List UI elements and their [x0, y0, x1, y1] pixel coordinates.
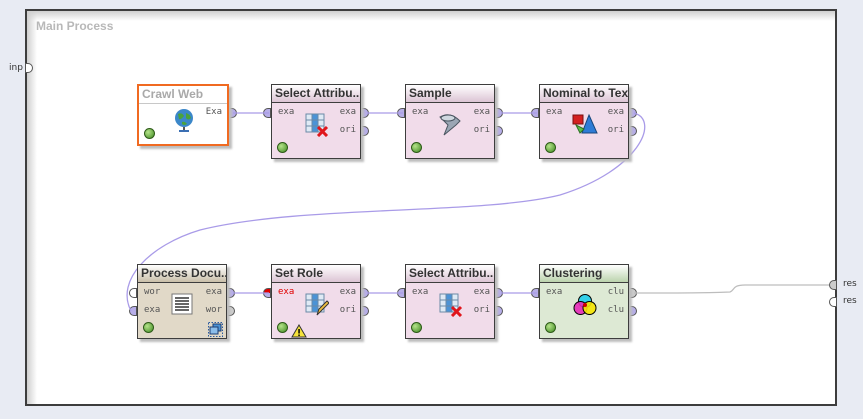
port-out-label: ori [339, 305, 356, 315]
result-port-2-label: res [843, 296, 857, 306]
operator-set-role[interactable]: Set Role exa exa ori [271, 264, 361, 339]
port-in-label: exa [412, 107, 429, 117]
result-port-1[interactable] [829, 280, 837, 290]
nominal-to-text-out-exa[interactable] [629, 108, 637, 118]
status-led [411, 142, 422, 153]
operator-nominal-to-text[interactable]: Nominal to Text exa exa ori [539, 84, 629, 159]
process-input-port[interactable] [25, 63, 33, 73]
port-out-label: exa [205, 287, 222, 297]
port-out-label: clu [607, 305, 624, 315]
process-title: Main Process [36, 19, 114, 33]
funnel-icon [438, 111, 464, 141]
port-out-label: exa [339, 287, 356, 297]
clustering-icon [573, 293, 597, 321]
process-documents-out-wor[interactable] [227, 306, 235, 316]
operator-title: Process Docu... [138, 265, 226, 283]
select-attributes-2-out-ori[interactable] [495, 306, 503, 316]
status-led [277, 142, 288, 153]
set-role-icon [305, 293, 330, 321]
operator-select-attributes-2[interactable]: Select Attribu... exa exa ori [405, 264, 495, 339]
document-icon [171, 293, 193, 319]
port-in-label: exa [278, 287, 295, 297]
sample-out-ori[interactable] [495, 126, 503, 136]
operator-select-attributes-1[interactable]: Select Attribu... exa exa ori [271, 84, 361, 159]
operator-crawl-web[interactable]: Crawl Web Exa [137, 84, 229, 146]
operator-title: Crawl Web [139, 86, 227, 104]
port-out-label: ori [607, 125, 624, 135]
operator-clustering[interactable]: Clustering exa clu clu [539, 264, 629, 339]
port-in-label: exa [546, 107, 563, 117]
process-canvas[interactable] [25, 9, 837, 406]
port-out-label: exa [473, 107, 490, 117]
process-documents-in-wor[interactable] [129, 288, 137, 298]
wire-clustering-to-result[interactable] [633, 284, 829, 294]
result-port-1-label: res [843, 279, 857, 289]
port-out-label: ori [339, 125, 356, 135]
operator-title: Nominal to Text [540, 85, 628, 103]
port-out-label: exa [473, 287, 490, 297]
warning-icon[interactable] [291, 323, 307, 342]
status-led [277, 322, 288, 333]
status-led [143, 322, 154, 333]
process-documents-in-exa[interactable] [129, 306, 137, 316]
operator-title: Sample [406, 85, 494, 103]
operator-title: Clustering [540, 265, 628, 283]
select-attributes-icon [305, 113, 329, 141]
status-led [545, 142, 556, 153]
operator-title: Set Role [272, 265, 360, 283]
status-led [545, 322, 556, 333]
nominal-to-text-out-ori[interactable] [629, 126, 637, 136]
operator-title: Select Attribu... [272, 85, 360, 103]
operator-sample[interactable]: Sample exa exa ori [405, 84, 495, 159]
globe-icon [173, 108, 195, 136]
clustering-out-clu-2[interactable] [629, 306, 637, 316]
select-attributes-icon [439, 293, 463, 321]
type-conversion-icon [572, 113, 598, 141]
port-out-label: exa [339, 107, 356, 117]
result-port-2[interactable] [829, 297, 837, 307]
port-in-label: exa [412, 287, 429, 297]
port-out-label: ori [473, 305, 490, 315]
status-led [411, 322, 422, 333]
port-out-label: ori [473, 125, 490, 135]
port-in-label: exa [278, 107, 295, 117]
port-out-label: clu [607, 287, 624, 297]
status-led [144, 128, 155, 139]
port-out-label: exa [607, 107, 624, 117]
process-input-port-label: inp [9, 63, 23, 73]
port-out-label: Exa [205, 107, 222, 117]
operator-title: Select Attribu... [406, 265, 494, 283]
operator-process-documents[interactable]: Process Docu... wor exa exa wor [137, 264, 227, 339]
subprocess-icon[interactable] [208, 322, 223, 341]
port-in-label: exa [144, 305, 161, 315]
port-in-label: wor [144, 287, 161, 297]
port-in-label: exa [546, 287, 563, 297]
set-role-out-ori[interactable] [361, 306, 369, 316]
wire-nominal-to-process-docs[interactable] [126, 112, 646, 312]
port-out-label: wor [205, 305, 222, 315]
select-attributes-1-out-ori[interactable] [361, 126, 369, 136]
